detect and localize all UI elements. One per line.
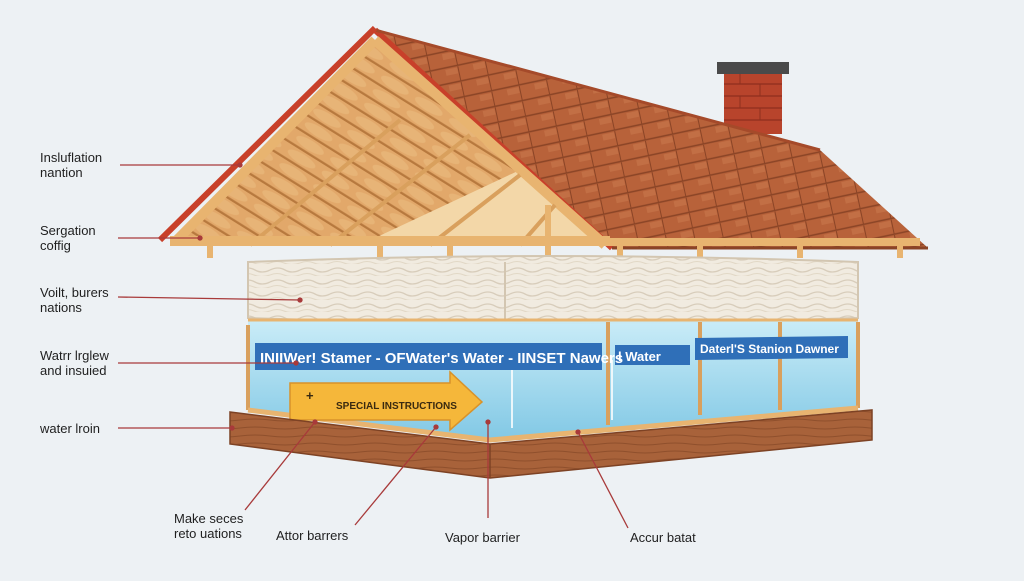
label-make-seces-line1: Make seces — [174, 511, 244, 526]
roof-gable-rafters — [157, 25, 920, 258]
label-water-insulated-line2: and insuied — [40, 363, 107, 378]
label-burers-line1: Voilt, burers — [40, 285, 109, 300]
label-attor-barrers: Attor barrers — [276, 528, 348, 543]
label-water-insulated-line1: Watrr lrglew — [40, 348, 109, 363]
arrow-label: SPECIAL INSTRUCTIONS — [336, 401, 457, 412]
label-burers-line2: nations — [40, 300, 82, 315]
wooden-base — [229, 409, 873, 479]
label-sergation-line1: Sergation — [40, 223, 96, 238]
label-accur-batat: Accur batat — [630, 530, 696, 545]
banner-strip: INIIWer! Stamer - OFWater's Water - IINS… — [255, 336, 848, 370]
label-sergation: Sergation coffig — [40, 223, 96, 253]
label-water-lroin-line1: water lroin — [40, 421, 100, 436]
label-attor-barrers-line1: Attor barrers — [276, 528, 349, 543]
label-accur-batat-line1: Accur batat — [630, 530, 696, 545]
label-insulation-line1: Insluflation — [40, 150, 103, 165]
insulation-layer — [247, 255, 859, 324]
label-make-seces-line2: reto uations — [174, 526, 242, 541]
chimney — [717, 62, 789, 134]
arrow-plus-sign: + — [306, 388, 314, 403]
banner-text-3: Daterl'S Stanion Dawner — [700, 342, 839, 356]
label-vapor-barrier-line1: Vapor barrier — [445, 530, 520, 545]
label-insulation: Insluflation nantion — [40, 150, 102, 180]
banner-text-2: l Water — [618, 349, 661, 364]
label-vapor-barrier: Vapor barrier — [445, 530, 520, 545]
leader-lines — [117, 162, 629, 529]
banner-text-1: INIIWer! Stamer - OFWater's Water - IINS… — [260, 350, 623, 367]
label-insulation-line2: nantion — [40, 165, 83, 180]
label-water-lroin: water lroin — [40, 421, 100, 436]
label-sergation-line2: coffig — [40, 238, 71, 253]
special-instructions-arrow: + SPECIAL INSTRUCTIONS — [289, 370, 484, 432]
label-water-insulated: Watrr lrglew and insuied — [40, 348, 109, 378]
label-make-seces: Make seces reto uations — [174, 511, 243, 541]
label-burers: Voilt, burers nations — [40, 285, 109, 315]
